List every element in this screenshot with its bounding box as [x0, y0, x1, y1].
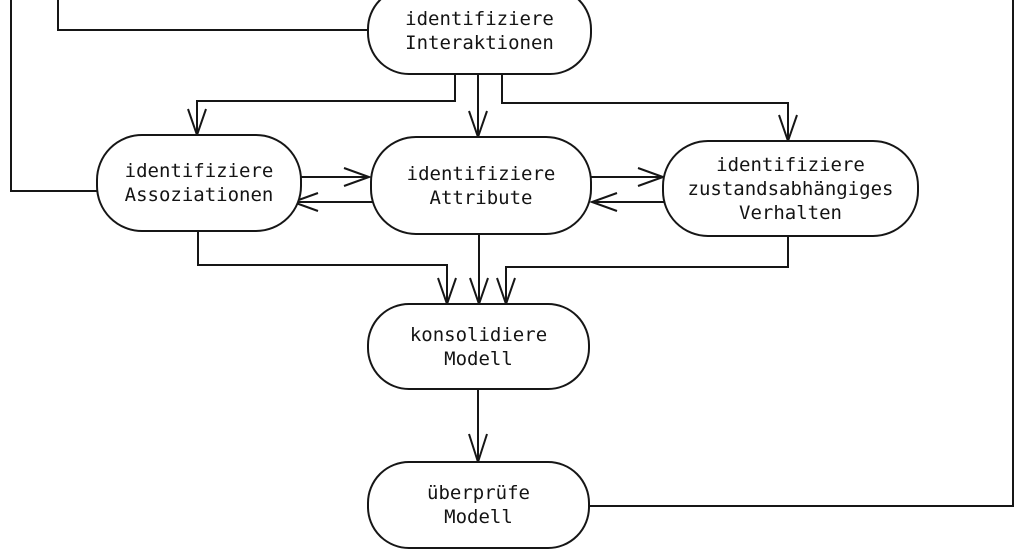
edge-verhalten-to-attribute — [589, 192, 666, 212]
edge-assoziationen-to-attribute — [297, 167, 372, 187]
node-identifiziere-interaktionen: identifiziere Interaktionen — [367, 0, 592, 75]
edge-assoziationen-to-konsolidiere — [197, 229, 457, 308]
edge-loop-to-assoziationen — [10, 0, 100, 192]
edge-interaktionen-to-assoziationen — [187, 72, 456, 139]
node-label-line: identifiziere — [405, 8, 554, 30]
node-identifiziere-attribute: identifiziere Attribute — [370, 136, 592, 235]
node-label-line: Modell — [444, 506, 513, 528]
node-ueberpruefe-modell: überprüfe Modell — [367, 461, 590, 549]
node-label-line: überprüfe — [427, 482, 530, 504]
edge-konsolidiere-to-ueberpruefe — [468, 387, 488, 466]
node-label-line: Attribute — [429, 186, 533, 209]
node-label-line: identifiziere — [124, 160, 274, 182]
edge-ueberpruefe-loop-right — [586, 0, 1014, 507]
edge-attribute-to-assoziationen — [290, 192, 374, 212]
edge-attribute-to-verhalten — [588, 167, 666, 187]
node-label-line: Assoziationen — [124, 184, 274, 206]
edge-attribute-to-konsolidiere — [469, 232, 489, 308]
edge-interaktionen-to-attribute — [468, 72, 488, 141]
node-konsolidiere-modell: konsolidiere Modell — [367, 303, 590, 390]
edge-interaktionen-to-verhalten — [501, 72, 798, 145]
node-label-line: Interaktionen — [405, 32, 554, 54]
edge-verhalten-to-konsolidiere — [496, 234, 789, 308]
node-label-line: identifiziere — [406, 162, 556, 185]
edge-loop-to-interaktionen — [57, 0, 372, 31]
node-identifiziere-zustandsabhaengiges-verhalten: identifiziere zustandsabhängiges Verhalt… — [662, 140, 919, 237]
node-label-line: Modell — [444, 347, 513, 370]
node-identifiziere-assoziationen: identifiziere Assoziationen — [96, 134, 302, 232]
node-label-line: konsolidiere — [409, 323, 548, 346]
node-label-line: Verhalten — [739, 201, 842, 224]
node-label-line: identifiziere — [716, 153, 865, 176]
node-label-line: zustandsabhängiges — [687, 177, 894, 200]
